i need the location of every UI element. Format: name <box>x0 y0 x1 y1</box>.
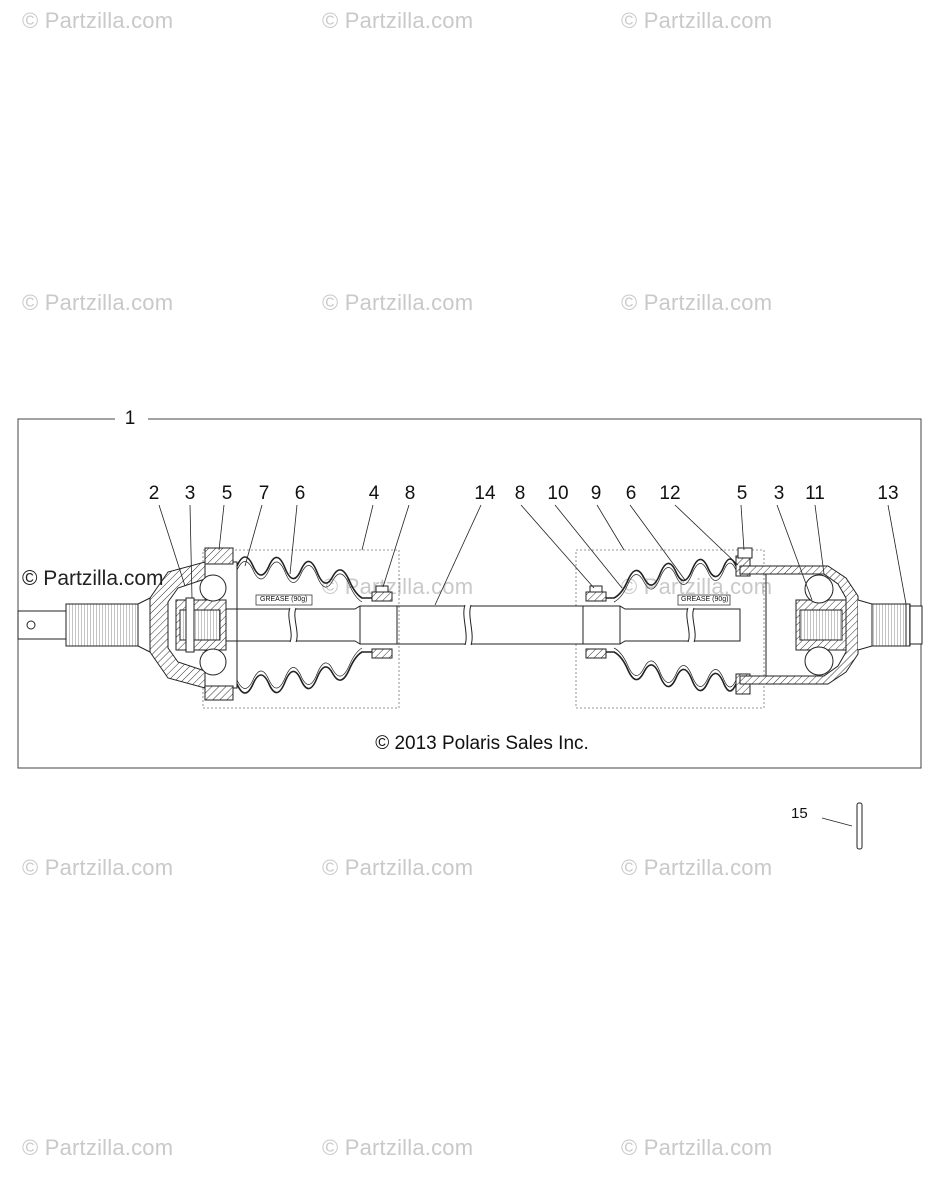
right-cv-housing <box>735 547 923 695</box>
watermark: © Partzilla.com <box>22 8 174 33</box>
callout-8: 8 <box>404 483 416 504</box>
callout-4: 4 <box>368 483 380 504</box>
watermark: © Partzilla.com <box>22 855 174 880</box>
grease-label-right: GREASE (90g) <box>681 596 729 603</box>
watermark: © Partzilla.com <box>322 290 474 315</box>
watermark: © Partzilla.com <box>322 855 474 880</box>
watermark: © Partzilla.com <box>22 1135 174 1160</box>
callout-6: 6 <box>294 483 306 504</box>
left-boot <box>236 556 392 694</box>
half-shaft <box>226 604 741 646</box>
callout-9: 9 <box>590 483 602 504</box>
callout-assembly-1: 1 <box>124 408 136 429</box>
callout-12: 12 <box>659 483 681 504</box>
callout-5: 5 <box>736 483 748 504</box>
callout-10: 10 <box>547 483 569 504</box>
watermark: © Partzilla.com <box>322 1135 474 1160</box>
callout-3: 3 <box>184 483 196 504</box>
watermark: © Partzilla.com <box>621 1135 773 1160</box>
left-stub-shaft <box>17 597 151 653</box>
leader-lines <box>158 504 907 827</box>
grease-labels <box>255 594 731 606</box>
watermark: © Partzilla.com <box>621 8 773 33</box>
callout-3: 3 <box>773 483 785 504</box>
watermark-overlay: © Partzilla.com <box>22 567 164 590</box>
assembly-frame <box>17 418 922 769</box>
grease-label-left: GREASE (90g) <box>260 596 308 603</box>
watermark: © Partzilla.com <box>621 855 773 880</box>
callout-8: 8 <box>514 483 526 504</box>
callout-6: 6 <box>625 483 637 504</box>
right-boot <box>588 558 737 692</box>
callout-15: 15 <box>791 805 808 822</box>
callout-2: 2 <box>148 483 160 504</box>
watermark: © Partzilla.com <box>322 8 474 33</box>
watermark: © Partzilla.com <box>621 290 773 315</box>
part-15-ring <box>856 802 863 850</box>
callout-7: 7 <box>258 483 270 504</box>
watermark: © Partzilla.com <box>22 290 174 315</box>
right-boot-clamps <box>585 585 607 659</box>
callout-11: 11 <box>805 483 825 504</box>
watermark: © Partzilla.com <box>322 574 474 599</box>
left-cv-housing <box>149 547 238 701</box>
callout-5: 5 <box>221 483 233 504</box>
callout-14: 14 <box>474 483 496 504</box>
copyright-notice: © 2013 Polaris Sales Inc. <box>375 733 589 754</box>
callout-13: 13 <box>877 483 899 504</box>
left-boot-clamps <box>371 585 393 659</box>
